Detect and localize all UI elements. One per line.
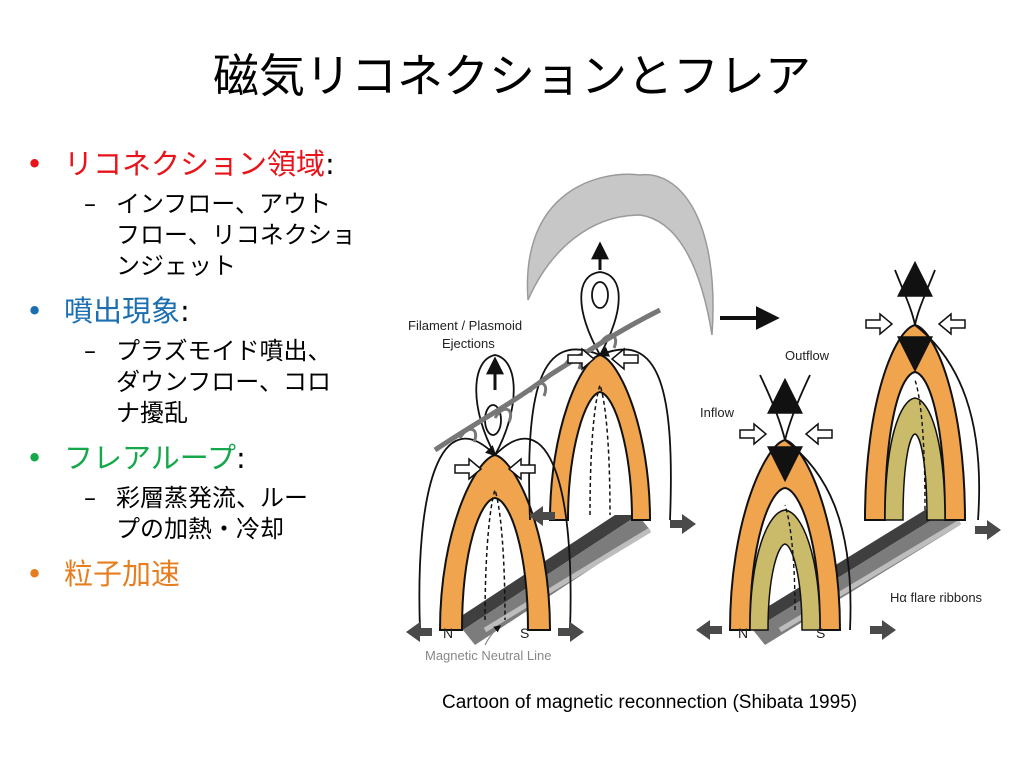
- bullet-dot: •: [26, 557, 44, 591]
- label-filament-line1: Filament / Plasmoid: [408, 318, 522, 333]
- bullet-list: • リコネクション領域: – インフロー、アウト フロー、リコネクショ ンジェッ…: [22, 145, 422, 599]
- bullet-colon: :: [325, 147, 335, 181]
- label-neutral-line: Magnetic Neutral Line: [425, 648, 551, 663]
- bullet-label: 粒子加速: [64, 557, 181, 591]
- base-slab-right: [730, 510, 948, 630]
- flare-loop-back-left: [548, 353, 652, 521]
- sub-bullet-eruption: – プラズモイド噴出、 ダウンフロー、コロ ナ擾乱: [22, 336, 422, 429]
- label-outflow: Outflow: [785, 348, 830, 363]
- bullet-flare-loop: • フレアループ:: [22, 439, 422, 477]
- bullet-label: 噴出現象: [64, 294, 181, 328]
- slide-title: 磁気リコネクションとフレア: [213, 49, 811, 103]
- reconnection-diagram: Filament / Plasmoid Ejections N S Magnet…: [406, 173, 1001, 663]
- sub-bullet-text: 彩層蒸発流、ルー プの加熱・冷却: [116, 484, 308, 543]
- label-filament-line2: Ejections: [442, 336, 495, 351]
- bullet-label: フレアループ: [64, 441, 236, 475]
- bullet-reconnection-region: • リコネクション領域:: [22, 145, 422, 183]
- filament-rope: [433, 307, 662, 453]
- bullet-dot: •: [26, 294, 44, 328]
- label-inflow: Inflow: [700, 405, 735, 420]
- label-s-right: S: [816, 625, 825, 641]
- sub-dash: –: [84, 337, 96, 365]
- sub-bullet-text: プラズモイド噴出、 ダウンフロー、コロ ナ擾乱: [116, 337, 332, 427]
- bullet-dot: •: [26, 441, 44, 475]
- bullet-dot: •: [26, 147, 44, 181]
- bullet-particle-acceleration: • 粒子加速: [22, 555, 422, 593]
- eruption-arc: [526, 173, 714, 336]
- sub-dash: –: [84, 484, 96, 512]
- label-flare-ribbons: Hα flare ribbons: [890, 590, 983, 605]
- label-n-right: N: [738, 625, 748, 641]
- sub-bullet-text: インフロー、アウト フロー、リコネクショ ンジェット: [116, 190, 356, 280]
- label-s-left: S: [520, 625, 529, 641]
- sub-bullet-flare-loop: – 彩層蒸発流、ルー プの加熱・冷却: [22, 483, 422, 545]
- label-n-left: N: [443, 625, 453, 641]
- figure-caption: Cartoon of magnetic reconnection (Shibat…: [442, 692, 858, 713]
- bullet-label: リコネクション領域: [64, 147, 326, 181]
- bullet-eruption: • 噴出現象:: [22, 292, 422, 330]
- flare-loop-front-left: [438, 453, 552, 631]
- sub-dash: –: [84, 190, 96, 218]
- bullet-colon: :: [180, 294, 190, 328]
- sub-bullet-reconnection: – インフロー、アウト フロー、リコネクショ ンジェット: [22, 189, 422, 282]
- neutral-line-left: [483, 527, 652, 633]
- bullet-colon: :: [235, 441, 246, 475]
